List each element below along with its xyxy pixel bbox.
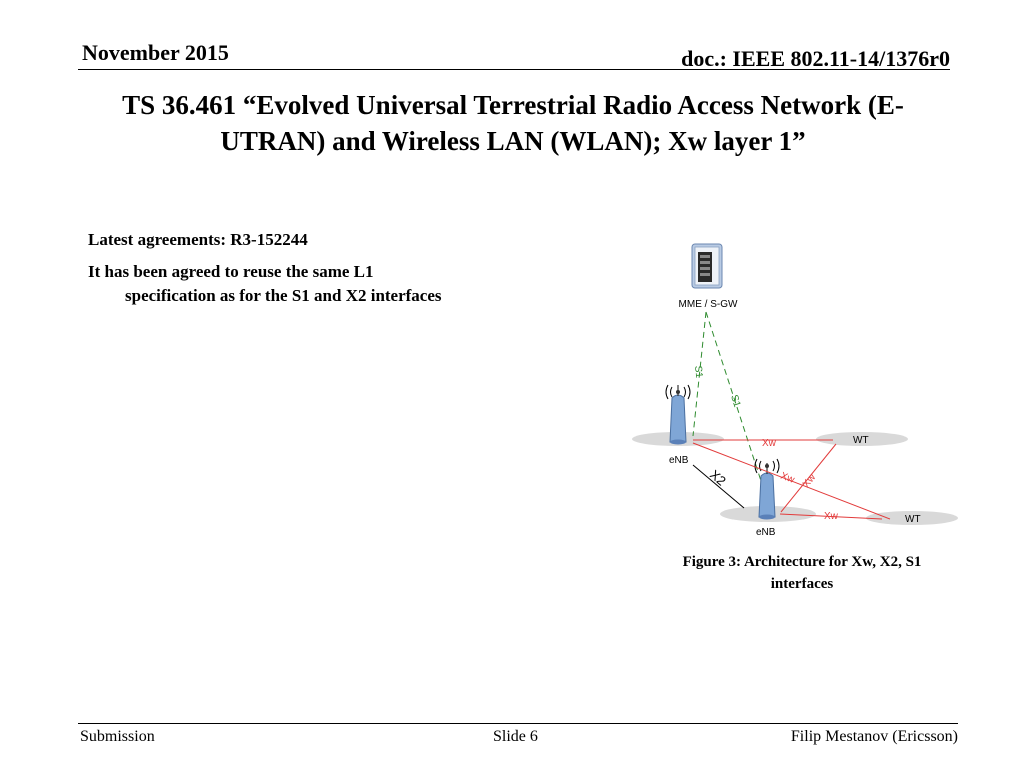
- s1-label-left: S1: [692, 365, 704, 379]
- xw-label-bottom: Xw: [824, 511, 839, 522]
- xw-label-mid: Xw: [779, 471, 797, 487]
- server-icon: [691, 243, 723, 289]
- s1-link-enb1: [692, 311, 707, 437]
- mme-label: MME / S-GW: [679, 299, 738, 310]
- architecture-diagram: MME / S-GW S1 S1 eNB eNB X2 Xw Xw Xw Xw …: [632, 243, 958, 538]
- footer-slide-number: Slide 6: [493, 728, 538, 745]
- slide-title-line2: UTRAN) and Wireless LAN (WLAN); Xw layer…: [220, 126, 806, 156]
- slide-title: TS 36.461 “Evolved Universal Terrestrial…: [80, 87, 946, 159]
- figure-caption-line1: Figure 3: Architecture for Xw, X2, S1: [682, 554, 922, 570]
- agreements-text: Latest agreements: R3-152244: [88, 230, 308, 249]
- figure-caption-line2: interfaces: [770, 576, 834, 592]
- s1-label-right: S1: [728, 394, 742, 409]
- xw-link-enb2-wt1: [780, 443, 837, 513]
- xw-link-enb2-wt2: [779, 513, 883, 520]
- agreement-description: It has been agreed to reuse the same L1 …: [88, 262, 442, 305]
- figure-caption: Figure 3: Architecture for Xw, X2, S1 in…: [660, 551, 944, 595]
- footer-divider: [78, 723, 958, 724]
- xw-label-top: Xw: [762, 438, 777, 449]
- enb1-antenna-icon: [665, 384, 691, 445]
- enb1-label: eNB: [669, 455, 689, 466]
- body-content: Latest agreements: R3-152244 It has been…: [88, 228, 458, 316]
- header-doc-id: doc.: IEEE 802.11-14/1376r0: [681, 46, 950, 71]
- enb2-label: eNB: [756, 527, 776, 538]
- footer-author: Filip Mestanov (Ericsson): [790, 728, 958, 745]
- x2-label: X2: [707, 467, 729, 489]
- footer-submission: Submission: [80, 728, 155, 745]
- x2-link: [692, 464, 745, 509]
- wt2-ground-ellipse: [866, 511, 958, 525]
- s1-link-enb2: [705, 311, 763, 485]
- xw-link-enb1-wt2: [692, 442, 891, 520]
- wt1-label: WT: [853, 435, 869, 446]
- enb2-antenna-icon: [754, 458, 780, 520]
- wt1-ground-ellipse: [816, 432, 908, 446]
- header-date: November 2015: [82, 40, 229, 65]
- header-divider: [78, 69, 950, 70]
- slide-title-line1: TS 36.461 “Evolved Universal Terrestrial…: [122, 90, 904, 120]
- wt2-label: WT: [905, 514, 921, 525]
- xw-label-diag: Xw: [801, 472, 819, 490]
